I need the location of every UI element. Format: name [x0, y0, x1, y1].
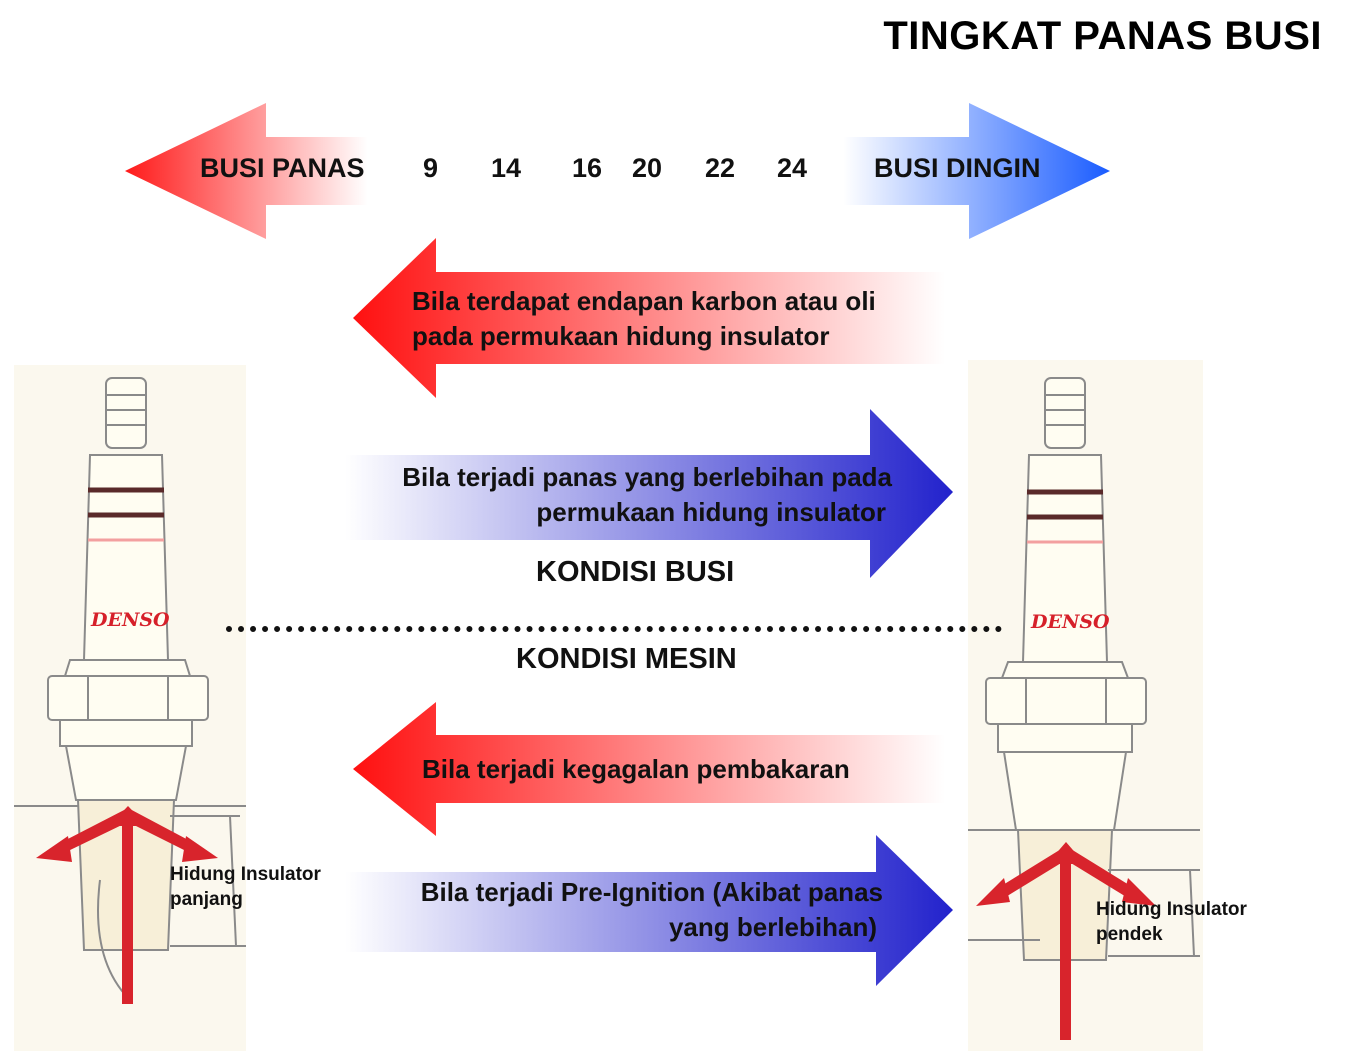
right-insulator-label-line1: Hidung Insulator [1096, 899, 1247, 920]
cold-arrow [625, 103, 1110, 239]
left-insulator-label: Hidung Insulator panjang [170, 862, 321, 912]
misfire-text: Bila terjadi kegagalan pembakaran [422, 754, 850, 784]
carbon-deposit-line2: pada permukaan hidung insulator [412, 321, 830, 351]
section-divider [226, 626, 1002, 632]
left-plug-brand: DENSO [91, 609, 170, 631]
overheating-text: Bila terjadi panas yang berlebihan pada … [330, 460, 892, 530]
heat-value-22: 22 [705, 153, 736, 183]
pre-ignition-line2: yang berlebihan) [668, 912, 877, 942]
spark-plug-condition-heading: KONDISI BUSI [536, 556, 735, 588]
heat-value-24: 24 [777, 153, 808, 183]
carbon-deposit-text: Bila terdapat endapan karbon atau oli pa… [412, 284, 876, 354]
carbon-deposit-line1: Bila terdapat endapan karbon atau oli [412, 286, 876, 316]
right-insulator-label-line2: pendek [1096, 924, 1163, 945]
cold-plug-label: BUSI DINGIN [874, 153, 1041, 183]
left-spark-plug [14, 377, 246, 1001]
overheat-arrow [345, 409, 953, 578]
pre-ignition-line1: Bila terjadi Pre-Ignition (Akibat panas [420, 877, 883, 907]
right-insulator-label: Hidung Insulator pendek [1096, 897, 1247, 947]
page-title: TINGKAT PANAS BUSI [883, 14, 1322, 58]
right-heat-flow-arrows [976, 842, 1156, 1040]
right-plug-brand: DENSO [1031, 611, 1110, 633]
overheating-line2: permukaan hidung insulator [536, 497, 886, 527]
misfire-arrow [353, 702, 945, 836]
pre-ignition-text: Bila terjadi Pre-Ignition (Akibat panas … [330, 875, 883, 945]
heat-value-14: 14 [491, 153, 522, 183]
left-insulator-label-line2: panjang [170, 889, 243, 910]
heat-value-16: 16 [572, 153, 603, 183]
hot-arrow [125, 103, 610, 239]
overheating-line1: Bila terjadi panas yang berlebihan pada [402, 462, 892, 492]
left-insulator-label-line1: Hidung Insulator [170, 864, 321, 885]
heat-value-9: 9 [423, 153, 439, 183]
engine-condition-heading: KONDISI MESIN [516, 643, 737, 675]
right-spark-plug [968, 377, 1200, 961]
heat-value-20: 20 [632, 153, 663, 183]
left-heat-flow-arrows [36, 806, 218, 1004]
carbon-arrow [353, 238, 945, 398]
hot-plug-label: BUSI PANAS [200, 153, 365, 183]
preignition-arrow [345, 835, 953, 986]
